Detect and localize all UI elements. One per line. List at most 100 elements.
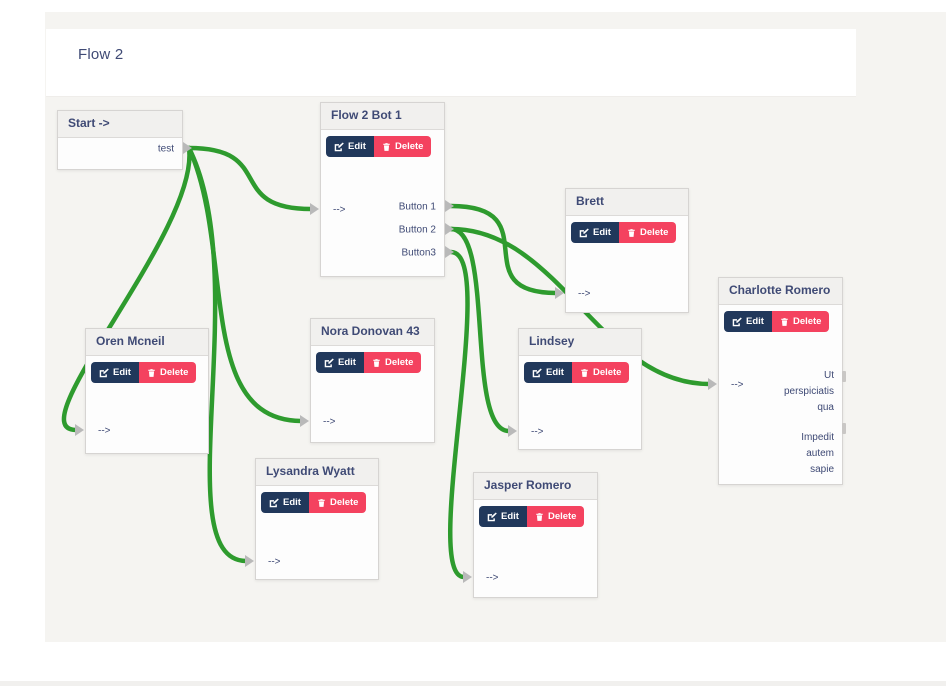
page-title: Flow 2 — [78, 46, 124, 63]
node-actions: Edit Delete — [91, 362, 203, 383]
input-port-label: --> — [268, 556, 281, 568]
delete-button[interactable]: Delete — [138, 362, 197, 383]
edit-button[interactable]: Edit — [261, 492, 309, 513]
connection-path[interactable] — [448, 203, 559, 296]
input-endpoint-arrow[interactable] — [708, 378, 717, 390]
edit-button-label: Edit — [746, 316, 764, 327]
edit-button[interactable]: Edit — [326, 136, 374, 157]
edit-button-label: Edit — [283, 497, 301, 508]
node-actions: Edit Delete — [316, 352, 429, 373]
edit-button[interactable]: Edit — [524, 362, 572, 383]
node-actions: Edit Delete — [479, 506, 592, 527]
input-port-label: --> — [578, 288, 591, 300]
output-endpoint-tab[interactable] — [842, 371, 846, 382]
node-title: Lysandra Wyatt — [256, 459, 378, 486]
delete-button-label: Delete — [329, 497, 359, 508]
input-port-label: --> — [531, 426, 544, 438]
output-endpoint-arrow[interactable] — [445, 246, 454, 258]
edit-button-label: Edit — [501, 511, 519, 522]
delete-button[interactable]: Delete — [771, 311, 830, 332]
trash-icon — [382, 142, 391, 152]
trash-icon — [580, 368, 589, 378]
delete-button[interactable]: Delete — [363, 352, 422, 373]
flow-node-start[interactable]: Start ->test — [57, 110, 183, 170]
delete-button[interactable]: Delete — [618, 222, 677, 243]
delete-button-label: Delete — [394, 141, 424, 152]
input-port-label: --> — [486, 572, 499, 584]
node-title: Nora Donovan 43 — [311, 319, 434, 346]
edit-button[interactable]: Edit — [91, 362, 139, 383]
edit-icon — [99, 368, 109, 378]
output-text-block: Ut perspiciatis qua — [783, 370, 834, 413]
delete-button[interactable]: Delete — [308, 492, 367, 513]
delete-button-label: Delete — [159, 367, 189, 378]
output-endpoint-arrow[interactable] — [183, 142, 192, 154]
delete-button[interactable]: Delete — [571, 362, 630, 383]
connection-path[interactable] — [447, 249, 470, 580]
input-endpoint-arrow[interactable] — [300, 415, 309, 427]
connection-path[interactable] — [448, 226, 512, 434]
output-endpoint-arrow[interactable] — [445, 223, 454, 235]
connection-path[interactable] — [186, 145, 249, 564]
trash-icon — [147, 368, 156, 378]
edit-button[interactable]: Edit — [724, 311, 772, 332]
delete-button-label: Delete — [639, 227, 669, 238]
input-endpoint-arrow[interactable] — [508, 425, 517, 437]
delete-button-label: Delete — [792, 316, 822, 327]
input-endpoint-arrow[interactable] — [310, 203, 319, 215]
bottom-divider — [0, 681, 946, 686]
node-title: Jasper Romero — [474, 473, 597, 500]
node-actions: Edit Delete — [326, 136, 439, 157]
delete-button[interactable]: Delete — [373, 136, 432, 157]
output-port-label: Button 2 — [398, 224, 436, 236]
edit-button[interactable]: Edit — [479, 506, 527, 527]
connection-path[interactable] — [186, 145, 314, 212]
connection-path[interactable] — [61, 145, 192, 433]
node-actions: Edit Delete — [724, 311, 837, 332]
input-port-label: --> — [333, 204, 346, 216]
output-endpoint-arrow[interactable] — [445, 200, 454, 212]
input-endpoint-arrow[interactable] — [463, 571, 472, 583]
trash-icon — [780, 317, 789, 327]
delete-button-label: Delete — [547, 511, 577, 522]
output-port-label: Button 1 — [398, 201, 436, 213]
node-actions: Edit Delete — [261, 492, 373, 513]
edit-button[interactable]: Edit — [571, 222, 619, 243]
edit-icon — [579, 228, 589, 238]
edit-icon — [532, 368, 542, 378]
node-title: Lindsey — [519, 329, 641, 356]
edit-button-label: Edit — [113, 367, 131, 378]
node-title: Oren Mcneil — [86, 329, 208, 356]
delete-button-label: Delete — [384, 357, 414, 368]
trash-icon — [535, 512, 544, 522]
input-endpoint-arrow[interactable] — [75, 424, 84, 436]
input-endpoint-arrow[interactable] — [245, 555, 254, 567]
edit-button-label: Edit — [593, 227, 611, 238]
input-port-label: --> — [731, 379, 744, 391]
edit-icon — [334, 142, 344, 152]
node-title: Charlotte Romero — [719, 278, 842, 305]
trash-icon — [317, 498, 326, 508]
edit-icon — [324, 358, 334, 368]
delete-button[interactable]: Delete — [526, 506, 585, 527]
trash-icon — [627, 228, 636, 238]
edit-button[interactable]: Edit — [316, 352, 364, 373]
output-endpoint-tab[interactable] — [842, 423, 846, 434]
input-port-label: --> — [98, 425, 111, 437]
edit-button-label: Edit — [348, 141, 366, 152]
edit-icon — [269, 498, 279, 508]
input-endpoint-arrow[interactable] — [555, 287, 564, 299]
